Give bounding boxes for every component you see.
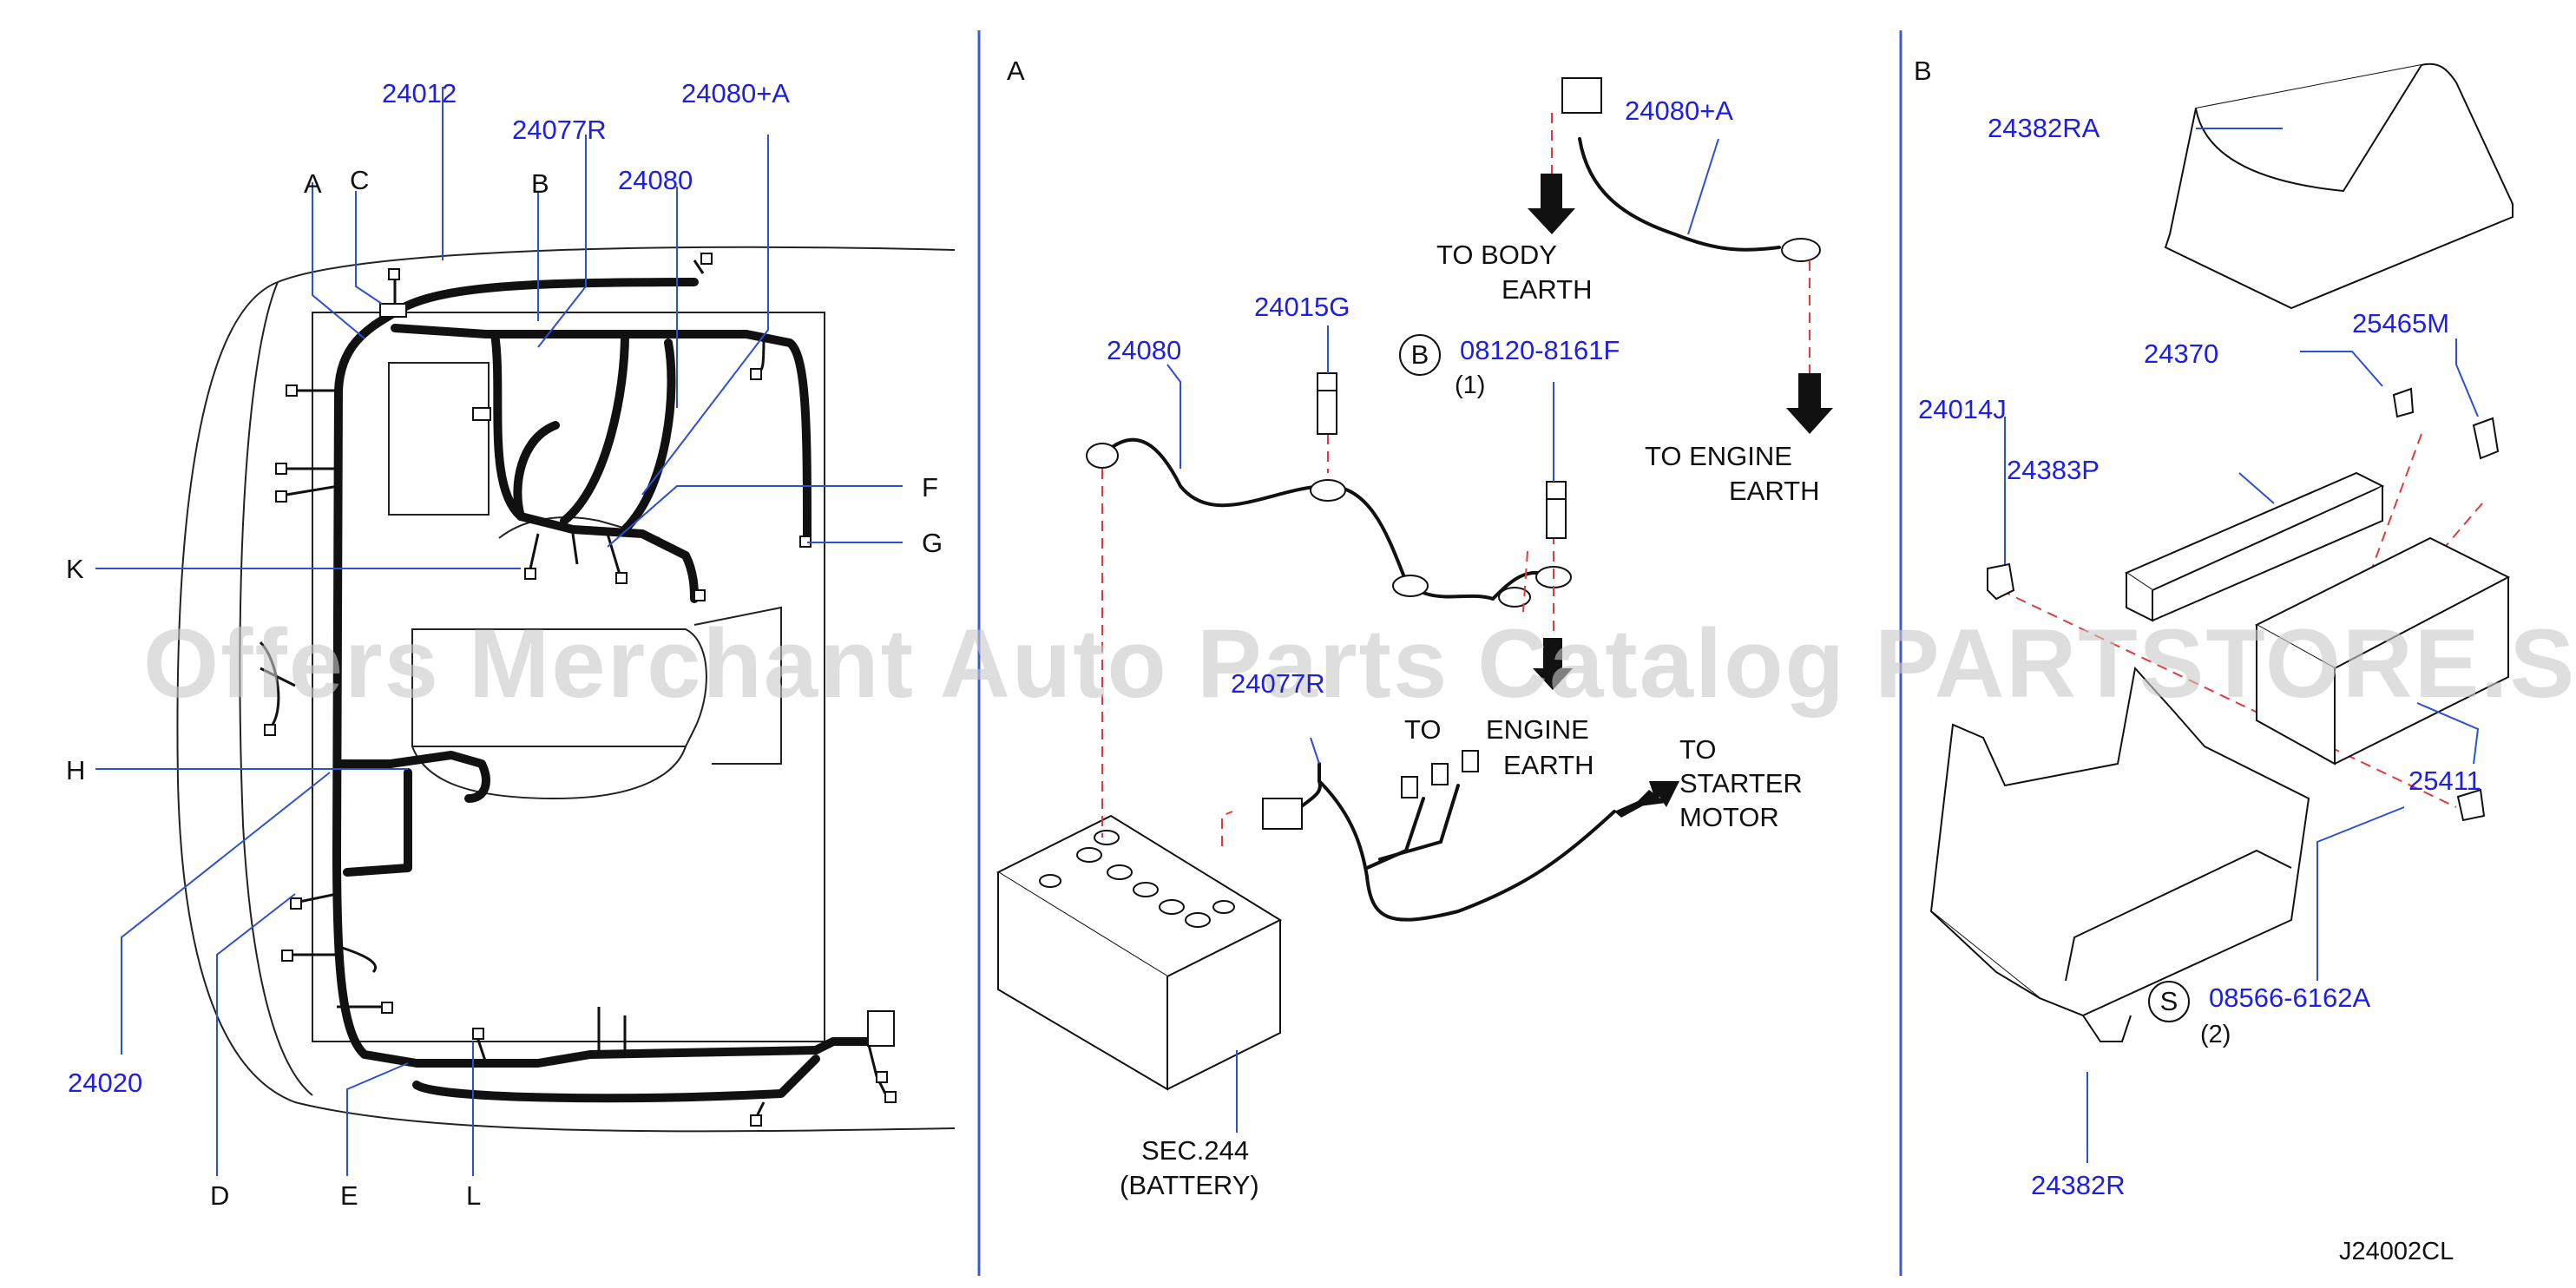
bolt-circle-b-text: B — [1399, 334, 1441, 376]
part-08566-qty: (2) — [2200, 1021, 2231, 1048]
harness-branches — [259, 260, 887, 1120]
part-25465M-label: 25465M — [2352, 308, 2450, 338]
part-08120-qty: (1) — [1455, 371, 1486, 399]
note-body-earth-1: TO BODY — [1436, 240, 1557, 270]
note-engine-earth-top-2: EARTH — [1729, 476, 1820, 506]
note-battery-2: (BATTERY) — [1120, 1170, 1259, 1200]
screw-circle-s-text: S — [2148, 981, 2190, 1022]
note-battery-1: SEC.244 — [1141, 1135, 1250, 1166]
callout-K: K — [66, 554, 84, 584]
watermark: Offers Merchant Auto Parts Catalog PARTS… — [143, 609, 2576, 718]
note-engine-earth-mid-2: ENGINE — [1486, 714, 1589, 745]
fuse-holder — [2124, 471, 2385, 622]
part-24020-label: 24020 — [68, 1068, 143, 1098]
callout-B: B — [531, 168, 549, 199]
cable-terminals — [1086, 77, 1821, 830]
part-08566-label: 08566-6162A — [2209, 982, 2371, 1013]
part-24080-label-a: 24080 — [1107, 335, 1182, 365]
note-body-earth-2: EARTH — [1502, 274, 1593, 305]
part-24077R-label-a: 24077R — [1231, 668, 1325, 699]
part-24382RA-label: 24382RA — [1988, 113, 2100, 143]
fuse-box-cover — [2164, 62, 2514, 310]
part-24383P-label: 24383P — [2007, 455, 2100, 485]
bolts — [1317, 390, 1567, 539]
callout-A: A — [304, 168, 322, 199]
panel-a-title: A — [1007, 56, 1025, 86]
bolt-circle-b: B — [1399, 334, 1449, 376]
left-leaders — [95, 87, 903, 1176]
diagram-id: J24002CL — [2339, 1238, 2454, 1265]
note-engine-earth-mid-1: TO — [1404, 714, 1442, 745]
panel-a-leaders — [1166, 138, 1719, 1133]
screw-circle-s: S — [2148, 981, 2198, 1022]
note-starter-2: STARTER — [1679, 768, 1803, 798]
part-08120-label: 08120-8161F — [1460, 335, 1620, 365]
harness-main — [332, 278, 872, 1103]
part-24080A-label: 24080+A — [681, 78, 790, 108]
part-24382R-label: 24382R — [2031, 1170, 2126, 1200]
callout-C: C — [350, 165, 370, 195]
callout-H: H — [66, 755, 86, 785]
part-25411-label: 25411 — [2408, 766, 2481, 796]
callout-D: D — [210, 1180, 230, 1211]
note-starter-3: MOTOR — [1679, 802, 1779, 832]
callout-L: L — [466, 1180, 482, 1211]
callout-F: F — [922, 472, 938, 503]
part-24014J-label: 24014J — [1918, 394, 2007, 424]
note-engine-earth-mid-3: EARTH — [1503, 750, 1594, 780]
panel-b-title: B — [1914, 56, 1932, 86]
clips-and-fuse — [1987, 387, 2500, 822]
fuse-box-tray — [1929, 666, 2310, 1042]
note-engine-earth-top-1: TO ENGINE — [1645, 441, 1792, 471]
callout-G: G — [922, 528, 943, 558]
part-24077R-label: 24077R — [512, 115, 607, 145]
part-24012-label: 24012 — [382, 78, 457, 108]
arrows — [1528, 174, 1833, 818]
part-24080A-label-a: 24080+A — [1625, 95, 1733, 126]
part-24370-label: 24370 — [2144, 338, 2219, 369]
note-starter-1: TO — [1679, 734, 1717, 765]
part-24015G-label: 24015G — [1254, 292, 1350, 322]
callout-E: E — [340, 1180, 358, 1211]
battery — [996, 814, 1283, 1091]
fuse-block — [2254, 536, 2511, 766]
panel-b-leaders — [2004, 128, 2480, 1163]
part-24080-label: 24080 — [618, 165, 693, 195]
connectors — [264, 253, 897, 1127]
